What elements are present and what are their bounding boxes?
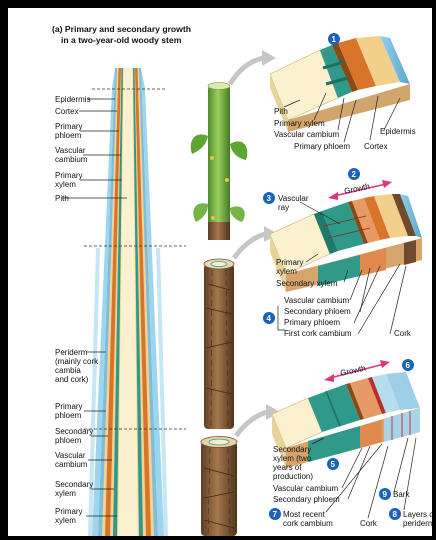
step-number-9: 9 xyxy=(383,490,388,499)
block2-label-first-cork-cambium: First cork cambium xyxy=(284,329,352,338)
label-lower-primary-xylem-1: Primary xyxy=(55,507,83,516)
block1-label-pith: Pith xyxy=(274,107,288,116)
title-line-2: in a two-year-old woody stem xyxy=(61,35,182,45)
label-lower-vascular-cambium-2: cambium xyxy=(55,460,88,469)
label-primary-phloem-1: Primary xyxy=(55,122,83,131)
label-vascular-cambium-1: Vascular xyxy=(55,146,86,155)
block3-label-secondary-xylem-3: years of xyxy=(273,463,302,472)
block3-label-most-recent-2: cork cambium xyxy=(283,519,333,528)
block2-front-cork xyxy=(404,240,416,265)
block2-growth-label: Growth xyxy=(343,182,370,196)
leaf-2 xyxy=(230,141,247,160)
step-number-4: 4 xyxy=(267,314,272,323)
figure-frame: (a) Primary and secondary growth in a tw… xyxy=(8,8,432,536)
label-lower-vascular-cambium-1: Vascular xyxy=(55,451,86,460)
label-lower-primary-phloem-1: Primary xyxy=(55,402,83,411)
block3-label-layers-1: Layers of xyxy=(403,510,432,519)
label-vascular-cambium-2: cambium xyxy=(55,155,88,164)
block3-label-vascular-cambium: Vascular cambium xyxy=(273,484,339,493)
block3-front-phloem xyxy=(360,420,382,448)
gray-arrow-1 xyxy=(230,58,264,84)
growth-arrow-3-right-head xyxy=(380,360,390,368)
label-secondary-phloem-1: Secondary xyxy=(55,427,93,436)
block1-label-vascular-cambium: Vascular cambium xyxy=(274,130,340,139)
step-number-5: 5 xyxy=(331,460,336,469)
label-cortex: Cortex xyxy=(55,107,79,116)
block2-label-secondary-xylem: Secondary xylem xyxy=(276,279,338,288)
block2-label-primary-xylem-2: xylem xyxy=(276,267,297,276)
growth-arrow-2-right-head xyxy=(382,180,392,188)
block1-label-primary-xylem: Primary xylem xyxy=(274,119,325,128)
block3-label-secondary-xylem-1: Secondary xyxy=(273,445,311,454)
year-one-bark-stem xyxy=(204,259,234,429)
gray-arrow-2 xyxy=(234,234,266,258)
label-lower-primary-xylem-2: xylem xyxy=(55,516,76,525)
title-line-1: (a) Primary and secondary growth xyxy=(52,24,191,34)
leaf-3 xyxy=(193,203,208,222)
label-pith: Pith xyxy=(55,194,69,203)
block3-label-secondary-xylem-2: xylem (two xyxy=(273,454,312,463)
label-periderm-1: Periderm xyxy=(55,348,88,357)
label-periderm-3: cambia xyxy=(55,366,81,375)
step-number-2: 2 xyxy=(352,170,357,179)
leaf-1 xyxy=(191,134,208,154)
step-number-1: 1 xyxy=(332,35,337,44)
block3-label-secondary-phloem: Secondary phloem xyxy=(273,495,340,504)
block2-label-vascular-cambium: Vascular cambium xyxy=(284,296,350,305)
block2-label-primary-phloem: Primary phloem xyxy=(284,318,340,327)
label-periderm-2: (mainly cork xyxy=(55,357,99,366)
label-epidermis: Epidermis xyxy=(55,95,91,104)
block3-growth-label: Growth xyxy=(339,364,366,378)
block1-label-primary-phloem: Primary phloem xyxy=(294,142,350,151)
block3-label-bark: Bark xyxy=(393,490,410,499)
stem-growth-diagram: (a) Primary and secondary growth in a tw… xyxy=(8,8,432,536)
block2-label-secondary-phloem: Secondary phloem xyxy=(284,307,351,316)
label-lower-primary-phloem-2: phloem xyxy=(55,411,82,420)
block1-label-epidermis: Epidermis xyxy=(380,127,416,136)
block-2 xyxy=(270,194,422,292)
young-green-stem xyxy=(191,83,247,241)
label-secondary-phloem-2: phloem xyxy=(55,436,82,445)
label-primary-phloem-2: phloem xyxy=(55,131,82,140)
gray-arrow-3 xyxy=(236,412,268,436)
label-primary-xylem-1: Primary xyxy=(55,171,83,180)
block3-label-layers-2: periderm xyxy=(403,519,432,528)
label-secondary-xylem-1: Secondary xyxy=(55,480,93,489)
block3-label-most-recent-1: Most recent xyxy=(283,510,326,519)
growth-arrow-2-left-head xyxy=(328,192,338,200)
year-two-bark-stem xyxy=(201,437,237,537)
step-number-7: 7 xyxy=(273,510,278,519)
block2-label-vascular-ray-2: ray xyxy=(278,203,289,212)
block2-label-vascular-ray-1: Vascular xyxy=(278,194,309,203)
label-secondary-xylem-2: xylem xyxy=(55,489,76,498)
label-periderm-4: and cork) xyxy=(55,375,89,384)
block2-label-cork: Cork xyxy=(394,329,412,338)
step-number-6: 6 xyxy=(406,361,411,370)
block2-label-primary-xylem-1: Primary xyxy=(276,258,304,267)
tall-stem xyxy=(88,68,168,536)
block1-label-cortex: Cortex xyxy=(364,142,388,151)
block2-front-phloem xyxy=(360,248,386,276)
block3-label-cork: Cork xyxy=(360,519,378,528)
leaf-4 xyxy=(230,206,245,222)
block3-label-secondary-xylem-4: production) xyxy=(273,472,313,481)
step-number-3: 3 xyxy=(267,194,272,203)
gray-arrow-1-head xyxy=(262,50,276,66)
label-primary-xylem-2: xylem xyxy=(55,180,76,189)
growth-arrow-3-left-head xyxy=(324,374,334,382)
step-number-8: 8 xyxy=(393,510,398,519)
